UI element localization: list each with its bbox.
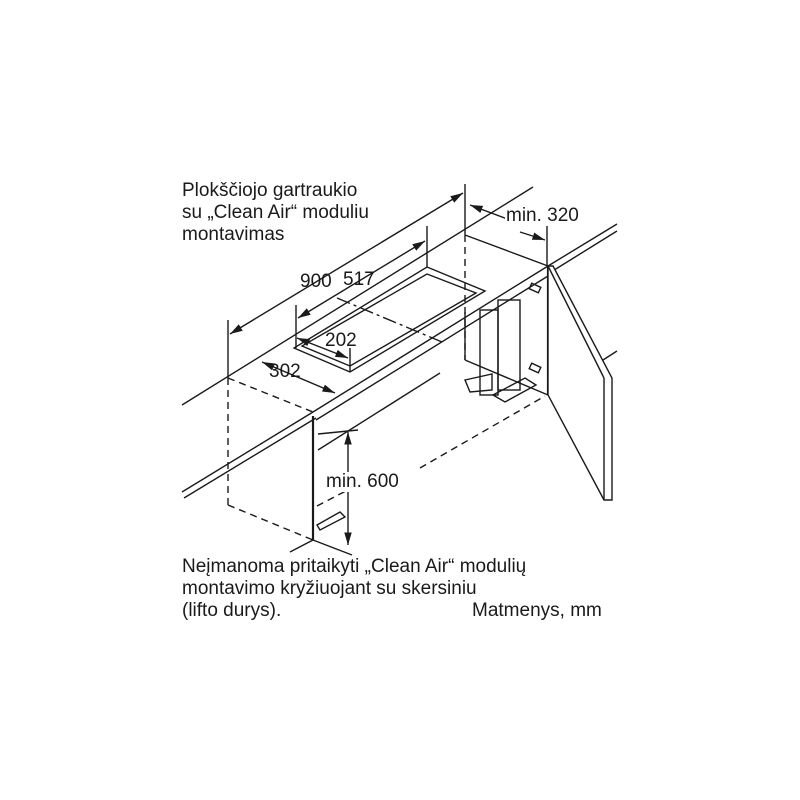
installation-note: Neįmanoma pritaikyti „Clean Air“ modulių… <box>182 556 526 622</box>
dim-302: 302 <box>269 361 301 382</box>
open-door <box>528 265 618 501</box>
title: Plokščiojo gartraukio su „Clean Air“ mod… <box>182 180 369 246</box>
note-line: Neįmanoma pritaikyti „Clean Air“ modulių <box>182 556 527 577</box>
note-line: montavimo kryžiuojant su skersiniu <box>182 578 477 599</box>
units-label: Matmenys, mm <box>472 600 602 621</box>
dim-min-320: min. 320 <box>505 205 580 226</box>
cabinet <box>227 235 550 556</box>
dim-min-600: min. 600 <box>325 471 400 492</box>
dim-202: 202 <box>325 330 357 351</box>
note-line: (lifto durys). <box>182 600 282 621</box>
dim-900: 900 <box>300 271 332 292</box>
title-line: Plokščiojo gartraukio <box>182 180 358 201</box>
title-line: montavimas <box>182 224 285 245</box>
dim-517: 517 <box>343 269 375 290</box>
title-line: su „Clean Air“ moduliu <box>182 202 369 223</box>
dimension-lines <box>227 184 548 545</box>
